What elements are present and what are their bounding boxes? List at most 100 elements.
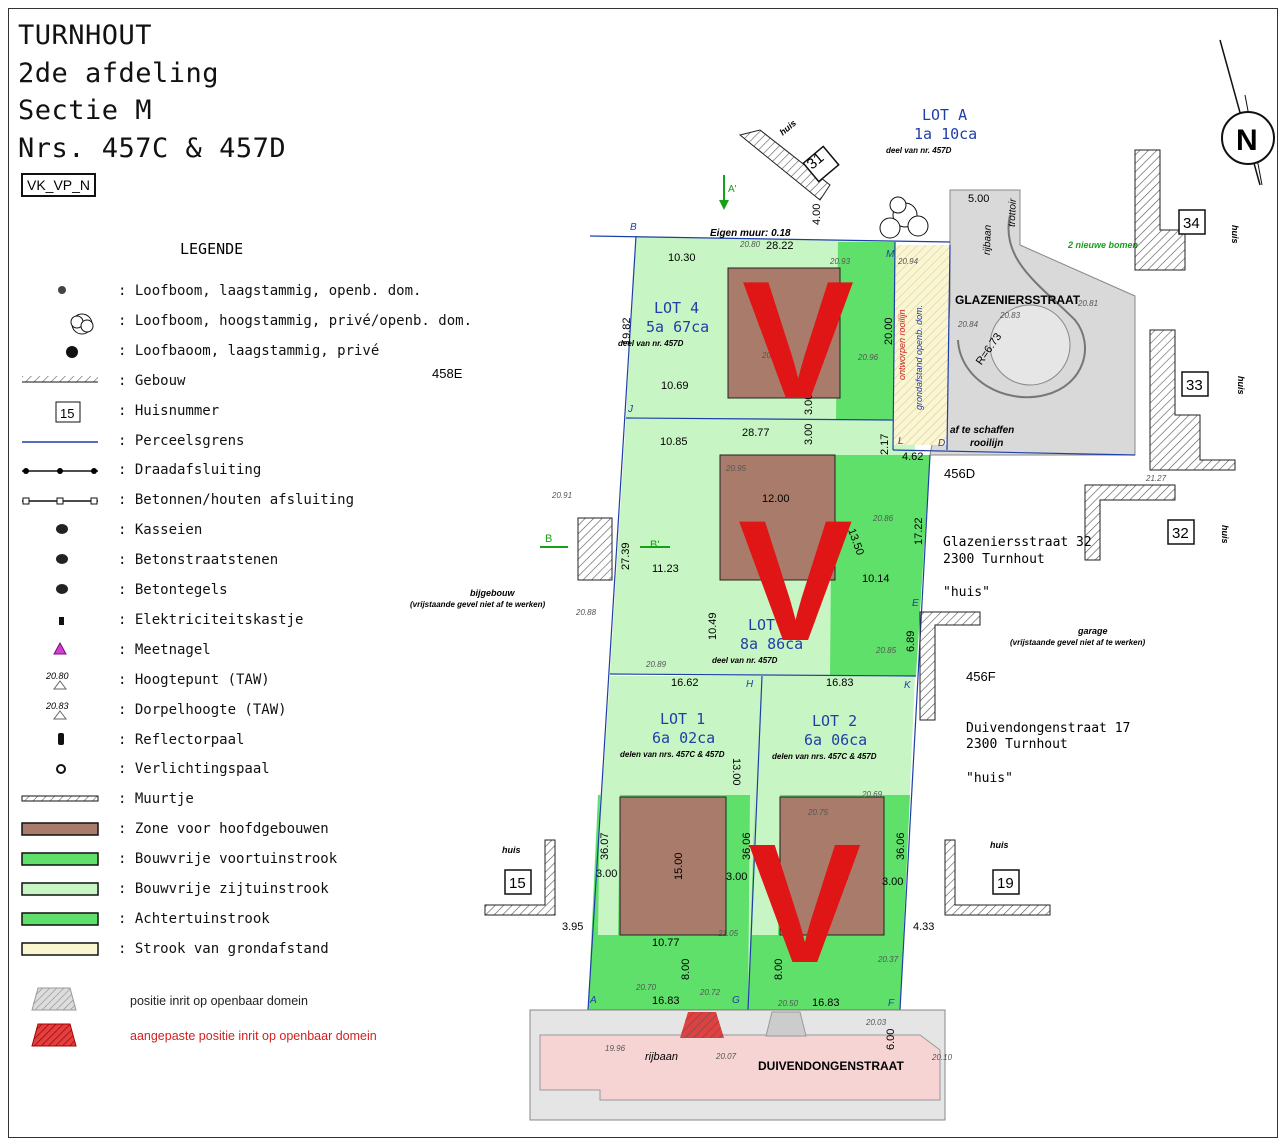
lot-note: deel van nr. 457D xyxy=(886,146,952,155)
outbuilding-note: (vrijstaande gevel niet af te werken) xyxy=(410,600,545,609)
house-label-33: huis xyxy=(1236,376,1246,395)
new-trees-label: 2 nieuwe bomen xyxy=(1067,240,1139,250)
legend-label: : Muurtje xyxy=(118,791,194,808)
house-number-label: 33 xyxy=(1186,377,1203,394)
dimension-label: 28.77 xyxy=(742,427,770,439)
svg-text:15: 15 xyxy=(60,406,74,421)
legend-row-cobbles: : Kasseien xyxy=(20,519,500,545)
zone-brown-icon xyxy=(20,818,100,842)
tree-cluster-lot-a xyxy=(879,196,929,239)
height-label: 21.05 xyxy=(717,929,739,938)
zone-green-icon xyxy=(20,848,100,872)
legend-row-tree-dark: : Loofbaoom, laagstammig, privé xyxy=(20,340,500,366)
title-section: Sectie M xyxy=(18,95,153,126)
dimension-label: 6.89 xyxy=(905,631,917,652)
dimension-label: 27.39 xyxy=(620,542,632,570)
legend-label: : Loofboom, laagstammig, openb. dom. xyxy=(118,283,422,299)
corner-label: K xyxy=(904,680,912,691)
legend-label: : Strook van grondafstand xyxy=(118,940,329,957)
corner-label: G xyxy=(732,995,740,1006)
legend-row-zone-green: : Bouwvrije voortuinstrook xyxy=(20,848,500,874)
lot-area: 6a 02ca xyxy=(652,729,715,747)
svg-text:20.80: 20.80 xyxy=(45,671,69,681)
abolish-label: af te schaffen xyxy=(950,425,1014,436)
legend-row-tree-small: : Loofboom, laagstammig, openb. dom. xyxy=(20,280,500,306)
legend-row-lamp: : Verlichtingspaal xyxy=(20,758,500,784)
legend-row-line: : Perceelsgrens xyxy=(20,430,500,456)
dimension-label: 3.00 xyxy=(596,868,617,880)
height-label: 20.03 xyxy=(865,1018,887,1027)
house-number-icon: 15 xyxy=(20,400,100,424)
dimension-label: 15.00 xyxy=(839,852,851,880)
height-label: 20.86 xyxy=(872,514,894,523)
threshold-icon: 20.83 xyxy=(20,699,100,723)
lot-name: LOT 4 xyxy=(654,299,699,317)
red-v-letter: V xyxy=(742,246,854,434)
dimension-label: 19.82 xyxy=(621,317,633,345)
legend-label: : Gebouw xyxy=(118,372,186,389)
legend-label: : Betonnen/houten afsluiting xyxy=(118,492,355,509)
dimension-label: 16.83 xyxy=(826,677,854,689)
height-label: 20.89 xyxy=(645,660,667,669)
corner-label: J xyxy=(627,404,634,415)
legend-title: LEGENDE xyxy=(180,240,244,258)
tiles-icon xyxy=(20,579,100,603)
legend-row-pavers: : Betonstraatstenen xyxy=(20,549,500,575)
dimension-label: 17.22 xyxy=(913,517,925,545)
duiv-address-city: 2300 Turnhout xyxy=(966,737,1068,752)
section-mark-b: B xyxy=(545,533,552,545)
legend-row-threshold: 20.83: Dorpelhoogte (TAW) xyxy=(20,699,500,725)
corner-label: A xyxy=(589,995,597,1006)
dimension-label: 10.69 xyxy=(661,380,689,392)
lot-area: 8a 86ca xyxy=(740,635,803,653)
designed-rooilijn-label: ontworpen rooilijn xyxy=(897,309,907,380)
dimension-label: 16.83 xyxy=(652,995,680,1007)
title-city: TURNHOUT xyxy=(18,20,153,51)
legend-row-building-hatch: : Gebouw xyxy=(20,370,500,396)
legend-row-house-number: 15: Huisnummer xyxy=(20,400,500,426)
house-number-label: 15 xyxy=(509,875,526,892)
tree-small-icon xyxy=(20,280,100,304)
corner-label: H xyxy=(746,679,754,690)
section-mark-a-prime: A' xyxy=(728,184,737,195)
duiv-address-note: "huis" xyxy=(966,771,1013,786)
height-label: 19.96 xyxy=(605,1044,626,1053)
height-label: 20.81 xyxy=(1077,299,1098,308)
wall-icon xyxy=(20,788,100,812)
height-label: 20.50 xyxy=(777,999,799,1008)
corner-label: D xyxy=(938,438,945,449)
dimension-label: 2.17 xyxy=(879,434,891,455)
zone-green2-icon xyxy=(20,908,100,932)
height-label: 20.94 xyxy=(897,257,919,266)
garage-label: garage xyxy=(1077,626,1108,636)
height-label: 20.69 xyxy=(861,790,883,799)
red-v-letter: V xyxy=(748,809,861,999)
legend-row-reflector: : Reflectorpaal xyxy=(20,729,500,755)
parcel-456D: 456D xyxy=(944,466,975,481)
duivendongenstraat-label: DUIVENDONGENSTRAAT xyxy=(758,1059,904,1073)
legend-row-zone-cream: : Strook van grondafstand xyxy=(20,938,500,964)
dimension-label: 16.83 xyxy=(812,997,840,1009)
height-label: 20.97 xyxy=(761,351,783,360)
dimension-label: 5.00 xyxy=(968,193,989,205)
dimension-label: 3.00 xyxy=(882,876,903,888)
height-label: 20.70 xyxy=(635,983,657,992)
dimension-label: 10.14 xyxy=(862,573,890,585)
height-label: 20.85 xyxy=(875,646,897,655)
house-label-19: huis xyxy=(990,840,1009,850)
dimension-label: 16.62 xyxy=(671,677,699,689)
height-label: 20.88 xyxy=(575,608,597,617)
reflector-icon xyxy=(20,729,100,753)
dimension-label: 8.00 xyxy=(680,959,692,980)
house-number-label: 19 xyxy=(997,875,1014,892)
lot-name: LOT A xyxy=(922,106,967,124)
building-hatch-icon xyxy=(20,370,100,394)
lot2-side xyxy=(752,795,780,935)
lot-area: 1a 10ca xyxy=(914,125,977,143)
legend-label: : Betontegels xyxy=(118,582,228,598)
glazeniersstraat-roundabout xyxy=(957,214,1086,399)
height-label: 20.96 xyxy=(857,353,879,362)
outbuilding-label: bijgebouw xyxy=(470,588,515,598)
